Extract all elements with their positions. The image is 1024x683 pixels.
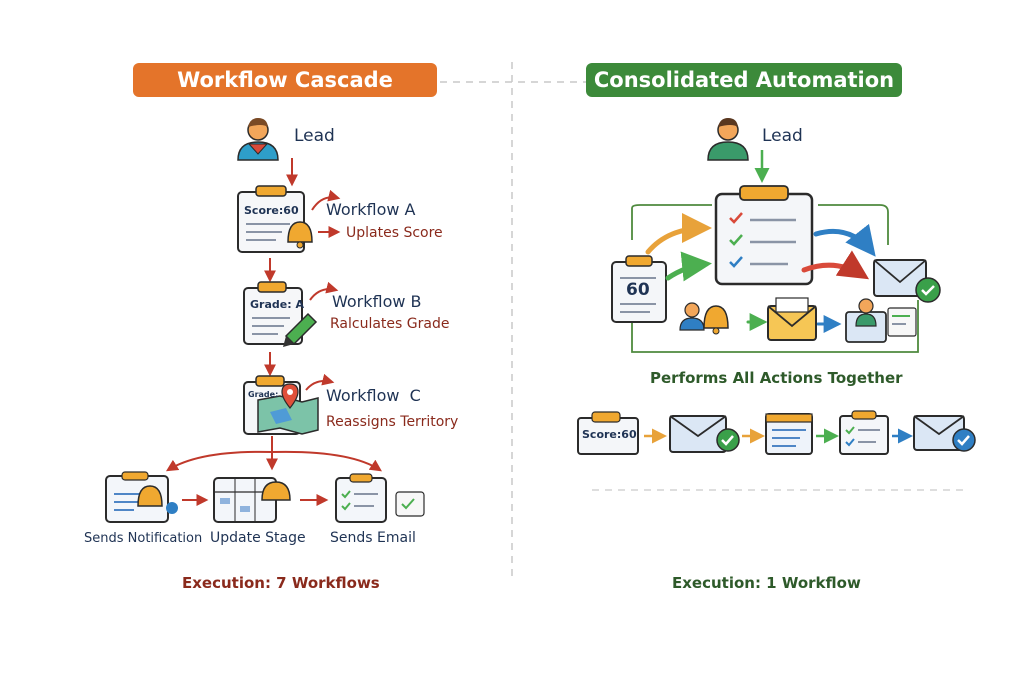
workflow-c-label: Workflow C: [326, 386, 421, 405]
map-icon: [257, 383, 319, 435]
workflow-a-desc: Uplates Score: [346, 225, 443, 241]
consolidation-frame: [631, 204, 919, 353]
grade-small-label: Grade:: [248, 390, 279, 399]
lead-label-right: Lead: [762, 126, 803, 146]
person-bell-icon: [679, 302, 729, 335]
workflow-b-label: Workflow B: [332, 292, 422, 311]
flow-final-email-icon: [913, 415, 976, 452]
notification-card-icon: [105, 471, 178, 523]
workflow-b-desc: Ralculates Grade: [330, 316, 450, 332]
score-60-value: 60: [626, 280, 650, 300]
envelope-icon: [767, 297, 817, 341]
flow-email-check-icon: [669, 415, 740, 453]
flow-score-label: Score:60: [582, 428, 637, 441]
grade-card-label: Grade: A: [250, 298, 304, 311]
grade-card-icon: [243, 281, 303, 345]
left-section-title: Workflow Cascade: [133, 63, 437, 97]
right-execution-label: Execution: 1 Workflow: [672, 574, 861, 592]
cascade-arrows: [165, 158, 382, 506]
central-checklist-icon: [714, 185, 814, 286]
workflow-c-desc: Reassigns Territory: [326, 414, 459, 430]
section-divider: [440, 62, 968, 580]
lead-label-left: Lead: [294, 126, 335, 146]
email-checklist-icon: [335, 473, 425, 523]
score-card-label: Score:60: [244, 204, 299, 217]
flow-checklist-icon: [839, 410, 889, 455]
score-60-card-icon: [611, 255, 667, 323]
action-email-label: Sends Email: [330, 530, 416, 546]
flow-score-card: [577, 411, 639, 455]
consolidation-arrows: [645, 213, 876, 333]
action-stage-label: Update Stage: [210, 530, 306, 546]
consolidated-caption: Performs All Actions Together: [650, 369, 903, 387]
right-section-title: Consolidated Automation: [586, 63, 902, 97]
flow-list-card-icon: [765, 413, 813, 455]
action-notification-label: Sends Notification: [84, 531, 203, 546]
stage-board-icon: [213, 477, 291, 523]
workflow-a-label: Workflow A: [326, 200, 416, 219]
left-execution-label: Execution: 7 Workflows: [182, 574, 380, 592]
lead-person-icon-right: [707, 118, 749, 161]
lead-person-icon: [237, 118, 279, 161]
pencil-icon: [283, 312, 318, 347]
user-assign-icon: [845, 298, 917, 343]
email-check-icon: [873, 259, 941, 303]
bell-icon: [287, 221, 313, 249]
